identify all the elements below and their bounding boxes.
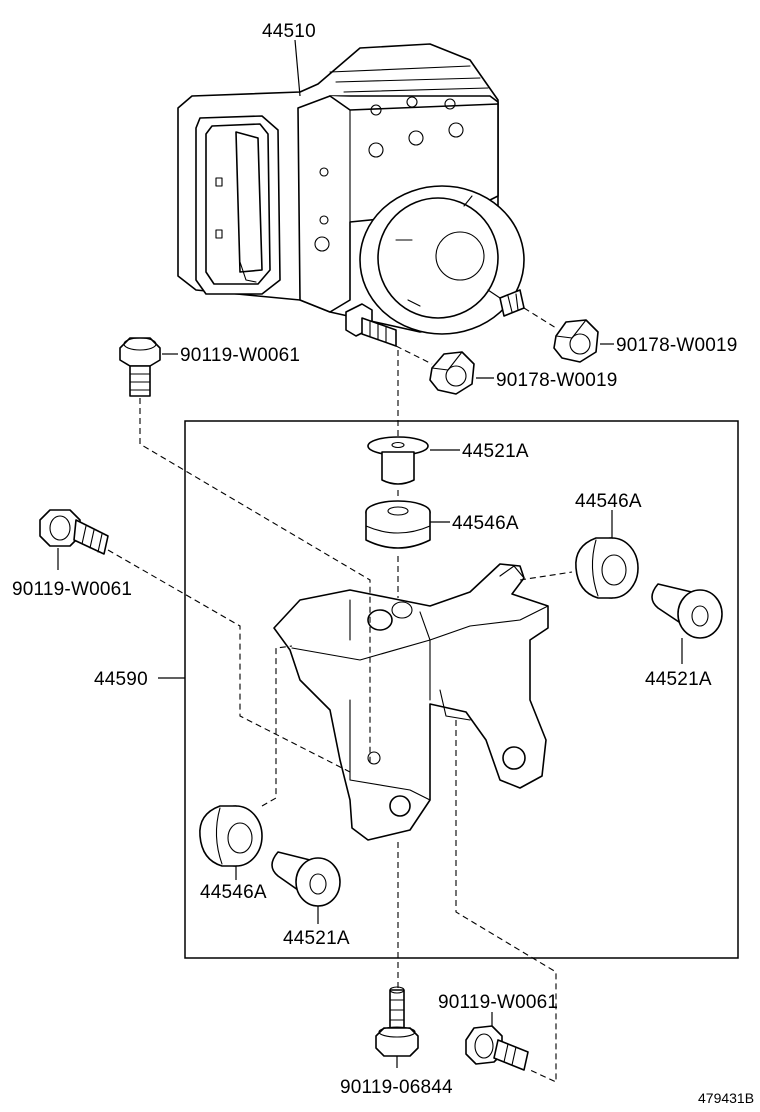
callout-bolt-mid-left: 90119-W0061 — [12, 579, 132, 600]
callout-nut-center: 90178-W0019 — [496, 370, 618, 391]
cushion-right — [575, 537, 639, 599]
collar-right — [651, 583, 723, 639]
callout-cushion-right: 44546A — [575, 491, 642, 512]
cushion-top — [365, 500, 431, 549]
bracket-frame — [184, 420, 739, 959]
bolt-top-left — [119, 337, 161, 397]
callout-collar-bottom: 44521A — [283, 928, 350, 949]
callout-nut-right: 90178-W0019 — [616, 335, 738, 356]
bolt-bottom-center — [375, 986, 419, 1057]
assembly-lines — [107, 350, 573, 1083]
callout-collar-top: 44521A — [462, 441, 529, 462]
collar-bottom — [271, 851, 341, 907]
callout-cushion-top: 44546A — [452, 513, 519, 534]
callout-cushion-bottom: 44546A — [200, 882, 267, 903]
diagram-code: 479431B — [698, 1090, 754, 1106]
callout-bracket: 44590 — [94, 669, 148, 690]
callout-collar-right: 44521A — [645, 669, 712, 690]
callout-bolt-bottom-center: 90119-06844 — [340, 1077, 453, 1098]
collar-top — [367, 436, 429, 485]
nut-right — [553, 319, 599, 363]
callout-bolt-top-left: 90119-W0061 — [180, 345, 300, 366]
bolt-mid-left — [39, 509, 109, 555]
bracket-body — [273, 563, 549, 841]
nut-center — [429, 351, 475, 395]
leader-actuator — [294, 39, 301, 97]
bolt-bottom-right — [465, 1025, 529, 1071]
cushion-bottom — [199, 805, 263, 867]
abs-actuator-assembly — [177, 43, 525, 347]
callout-actuator: 44510 — [262, 21, 316, 42]
callout-bolt-bottom-right: 90119-W0061 — [438, 992, 558, 1013]
